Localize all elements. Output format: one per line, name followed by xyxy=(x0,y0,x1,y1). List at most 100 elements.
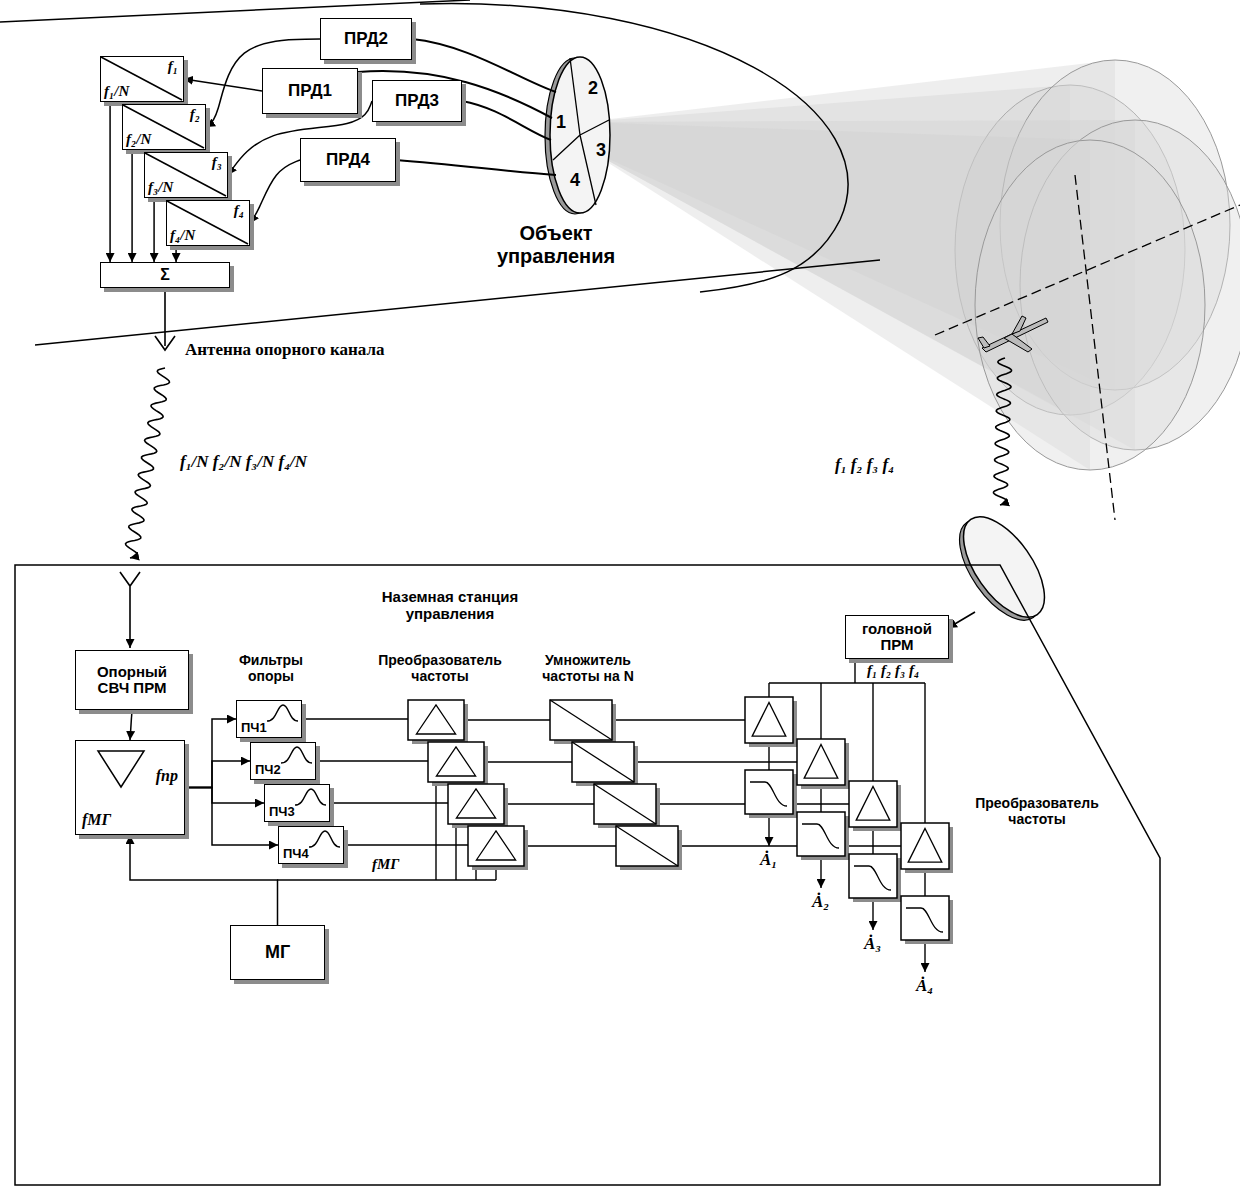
hull-line xyxy=(420,4,848,292)
feed-line xyxy=(396,160,556,175)
node-text: Наземная станция управления xyxy=(340,588,560,623)
bandpass-curve xyxy=(267,705,298,721)
annotation: f₁ f₂ f₃ f₄ xyxy=(867,662,919,679)
aircraft-wings xyxy=(978,316,1032,352)
divider-diagonal xyxy=(101,57,182,100)
block-symbol xyxy=(856,787,890,821)
reference-antenna xyxy=(120,286,175,648)
block-symbol xyxy=(854,866,891,890)
multiplier-block xyxy=(616,826,682,870)
channel-wire xyxy=(330,683,873,880)
filter-box: ПЧ3 xyxy=(264,784,330,822)
signal-connector xyxy=(185,788,264,804)
output-signal: Ȧ₄ xyxy=(916,976,933,996)
hull-line xyxy=(35,260,880,345)
signal-connector xyxy=(185,761,250,788)
block-body xyxy=(901,896,949,940)
signal-blocks xyxy=(408,697,953,944)
signal-connector xyxy=(130,835,278,925)
block-symbol xyxy=(750,782,787,806)
multiplier-block xyxy=(572,742,638,786)
feed-line xyxy=(462,101,551,140)
mixer-block xyxy=(428,742,488,786)
divider-diagonal xyxy=(145,153,226,196)
radar-beams xyxy=(585,60,1240,470)
output-signal: Ȧ₃ xyxy=(864,934,881,954)
channel-wire xyxy=(344,683,925,896)
output-signal: Ȧ₁ xyxy=(760,850,777,870)
frequency-divider: f₁/Nf₁ xyxy=(100,56,184,102)
block-body xyxy=(448,784,504,824)
process-box: головной ПРМ xyxy=(845,615,949,659)
vehicle-outline: Объект управленияf₁/Nf₁f₂/Nf₂f₃/Nf₃f₄/Nf… xyxy=(0,0,890,350)
lowpass-filter-block xyxy=(745,770,797,818)
frequency-divider: f₄/Nf₄ xyxy=(166,200,250,246)
divider-diagonal xyxy=(167,201,248,244)
mixer-block xyxy=(408,700,468,744)
block-symbol xyxy=(594,784,656,824)
block-body xyxy=(849,781,897,827)
block-body xyxy=(745,770,793,814)
mixer-block xyxy=(745,697,797,747)
output-arrow xyxy=(924,940,925,972)
mixer-block xyxy=(468,826,528,870)
process-box: ПРД2 xyxy=(320,18,412,60)
block-symbol xyxy=(908,829,942,863)
output-arrow xyxy=(820,856,821,888)
annotation: Антенна опорного канала xyxy=(185,340,384,360)
block-body xyxy=(797,739,845,785)
signal-connector xyxy=(109,102,111,262)
node-text: ПЧ3 xyxy=(269,804,295,819)
multiplier-block xyxy=(550,700,616,744)
multiplier-block xyxy=(594,784,660,828)
annotation: Умножитель частоты на N xyxy=(518,652,658,684)
lowpass-filter-block xyxy=(849,854,901,902)
node-text: ПЧ4 xyxy=(283,846,309,861)
channel-wire xyxy=(316,683,821,880)
lo-bus xyxy=(277,879,496,880)
reference-wave xyxy=(126,368,170,558)
mixer-block xyxy=(849,781,901,831)
mixer-triangle xyxy=(98,751,144,787)
signal-connector xyxy=(250,160,300,223)
block-symbol xyxy=(572,742,634,782)
beacon-wave xyxy=(993,358,1011,505)
node-text: f₃ xyxy=(212,154,222,171)
node-text: ПРД3 xyxy=(395,92,439,111)
aircraft xyxy=(978,316,1048,352)
block-body xyxy=(550,700,612,740)
node-text: ПРД2 xyxy=(344,30,388,49)
block-symbol xyxy=(906,908,943,932)
process-box: Σ xyxy=(100,262,230,288)
bandpass-curve xyxy=(295,789,326,805)
block-body xyxy=(849,854,897,898)
main-receiver-bus xyxy=(769,659,925,683)
signal-wires xyxy=(277,659,925,972)
block-body xyxy=(408,700,464,740)
node-text: f₁/N xyxy=(104,83,129,100)
filter-box: ПЧ4 xyxy=(278,826,344,864)
radio-waves xyxy=(126,358,1012,558)
output-arrow xyxy=(872,898,873,930)
node-text: головной ПРМ xyxy=(850,621,944,654)
annotation: f₁ f₂ f₃ f₄ xyxy=(835,455,894,475)
block-body xyxy=(745,697,793,743)
block-body xyxy=(594,784,656,824)
output-signal: Ȧ₂ xyxy=(812,892,829,912)
block-body xyxy=(901,823,949,869)
annotation: Преобразователь частоты xyxy=(962,795,1112,827)
feed-arrow xyxy=(948,612,975,628)
signal-connector xyxy=(185,719,236,788)
block-body xyxy=(572,742,634,782)
annotation: Преобразователь частоты xyxy=(370,652,510,684)
node-text: Объект управления xyxy=(486,222,626,268)
annotation: Фильтры опоры xyxy=(226,652,316,684)
callout-number: 3 xyxy=(596,140,606,161)
lowpass-filter-block xyxy=(797,812,849,860)
bandpass-curve xyxy=(309,831,340,847)
node-text: f₄ xyxy=(234,202,244,219)
block-symbol xyxy=(616,826,678,866)
block-symbol xyxy=(550,700,612,740)
signal-connector xyxy=(131,150,133,262)
